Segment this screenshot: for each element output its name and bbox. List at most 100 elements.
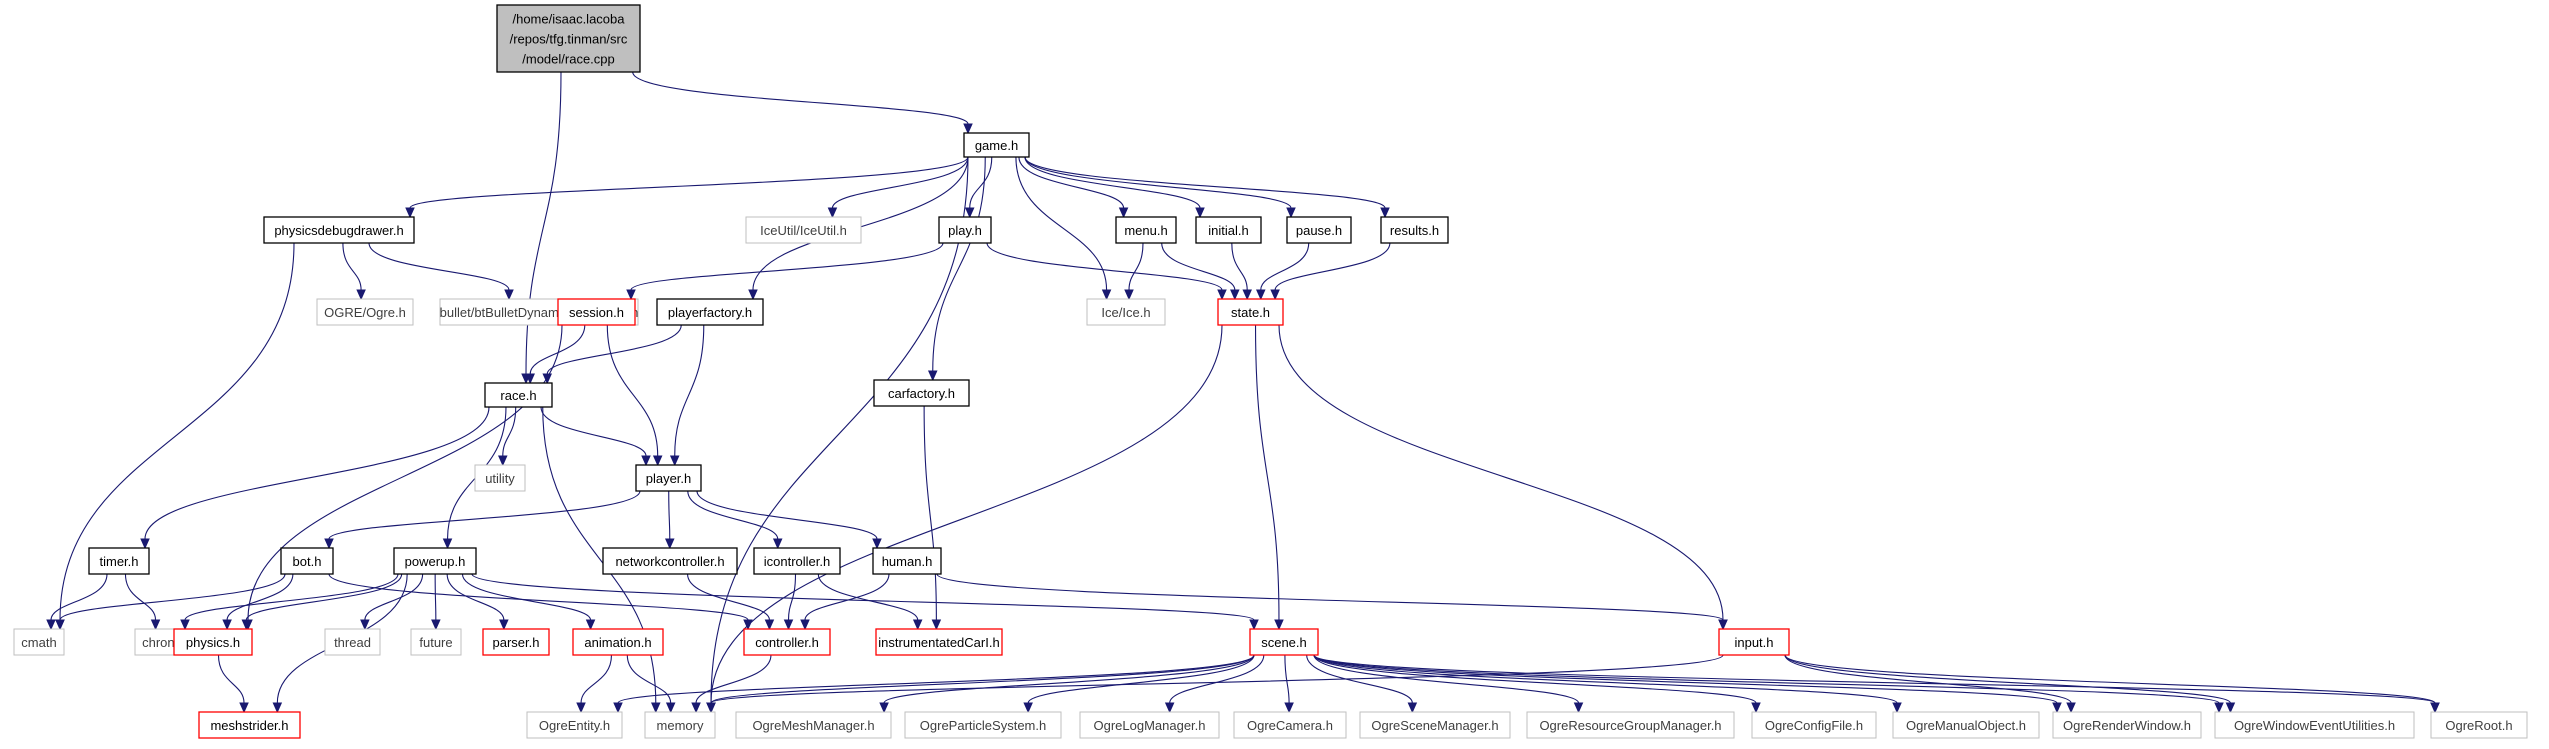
node-box <box>1380 216 1449 244</box>
edge-menu-h-to-state-h <box>1161 242 1240 301</box>
edge-scene-h-to-ogrecamera-h <box>1284 654 1294 714</box>
node-powerup-h[interactable]: powerup.h <box>393 547 477 575</box>
edge-input-h-to-ogrerenderwindow-h <box>1784 654 2076 714</box>
node-box <box>393 547 477 575</box>
node-box <box>1359 711 1511 739</box>
node-box <box>735 711 892 739</box>
node-meshstrider-h[interactable]: meshstrider.h <box>198 711 301 739</box>
node-label: powerup.h <box>405 554 466 569</box>
node-box <box>557 298 636 326</box>
edge-race-h-to-timer-h <box>140 406 490 550</box>
node-label: instrumentatedCarI.h <box>878 635 999 650</box>
node-box <box>2214 711 2415 739</box>
node-ogrescenemanager-h: OgreSceneManager.h <box>1359 711 1511 739</box>
node-initial-h[interactable]: initial.h <box>1195 216 1262 244</box>
node-ogrewindoweventutilities-h: OgreWindowEventUtilities.h <box>2214 711 2415 739</box>
edge-scene-h-to-ogreconfigfile-h <box>1313 654 1761 714</box>
edges-layer <box>46 71 2440 714</box>
node-results-h[interactable]: results.h <box>1380 216 1449 244</box>
edge-carfactory-h-to-instrumentatedcar-h <box>923 405 942 631</box>
node-ogremeshmanager-h: OgreMeshManager.h <box>735 711 892 739</box>
node-box <box>872 547 942 575</box>
node-human-h[interactable]: human.h <box>872 547 942 575</box>
edge-scene-h-to-ogreresourcegroupmanager-h <box>1313 654 1584 714</box>
edge-game-h-to-physicsdebugdrawer-h <box>405 156 969 219</box>
node-playerfactory-h[interactable]: playerfactory.h <box>656 298 764 326</box>
node-input-h[interactable]: input.h <box>1718 628 1790 656</box>
node-label: pause.h <box>1296 223 1342 238</box>
node-box <box>635 464 702 492</box>
edge-input-h-to-ogrewindoweventutilities-h <box>1784 654 2236 714</box>
node-race-h[interactable]: race.h <box>484 382 553 408</box>
node-state-h[interactable]: state.h <box>1217 298 1284 326</box>
edge-state-h-to-input-h <box>1278 324 1728 631</box>
edge-powerup-h-to-future <box>431 573 441 631</box>
node-box <box>526 711 623 739</box>
node-instrumentatedcar-h[interactable]: instrumentatedCarI.h <box>875 628 1003 656</box>
node-icontroller-h[interactable]: icontroller.h <box>753 547 841 575</box>
node-ogreresourcegroupmanager-h: OgreResourceGroupManager.h <box>1526 711 1735 739</box>
node-play-h[interactable]: play.h <box>938 216 992 244</box>
node-scene-h[interactable]: scene.h <box>1249 628 1319 656</box>
edge-bot-h-to-physics-h <box>222 573 294 631</box>
edge-powerup-h-to-thread <box>360 573 424 631</box>
node-box <box>482 628 550 656</box>
edge-race-h-to-player-h <box>540 406 651 467</box>
edge-scene-h-to-ogreparticlesystem-h <box>1023 654 1255 714</box>
node-box <box>198 711 301 739</box>
node-carfactory-h[interactable]: carfactory.h <box>873 379 970 407</box>
node-box <box>873 379 970 407</box>
node-label: scene.h <box>1261 635 1307 650</box>
node-menu-h[interactable]: menu.h <box>1115 216 1177 244</box>
node-label: chrono <box>142 635 182 650</box>
node-box <box>572 628 664 656</box>
node-controller-h[interactable]: controller.h <box>743 628 831 656</box>
node-box <box>875 628 1003 656</box>
edge-initial-h-to-state-h <box>1231 242 1252 301</box>
node-label: OgreManualObject.h <box>1906 718 2026 733</box>
node-root[interactable]: /home/isaac.lacoba/repos/tfg.tinman/src/… <box>496 4 641 73</box>
node-label: state.h <box>1231 305 1270 320</box>
edge-networkcontroller-h-to-controller-h <box>687 573 775 631</box>
node-label: human.h <box>882 554 933 569</box>
node-label: /model/race.cpp <box>522 52 615 67</box>
node-session-h[interactable]: session.h <box>557 298 636 326</box>
node-box <box>753 547 841 575</box>
node-label: menu.h <box>1124 223 1167 238</box>
edge-input-h-to-ogreroot-h <box>1784 654 2440 714</box>
node-networkcontroller-h[interactable]: networkcontroller.h <box>602 547 738 575</box>
node-physics-h[interactable]: physics.h <box>173 628 253 656</box>
node-box <box>1086 298 1166 326</box>
edge-input-h-to-memory <box>706 654 1724 714</box>
node-box <box>2430 711 2528 739</box>
node-box <box>2052 711 2202 739</box>
node-player-h[interactable]: player.h <box>635 464 702 492</box>
node-timer-h[interactable]: timer.h <box>88 547 150 575</box>
node-animation-h[interactable]: animation.h <box>572 628 664 656</box>
nodes-layer: /home/isaac.lacoba/repos/tfg.tinman/src/… <box>13 4 2528 739</box>
node-label: thread <box>334 635 371 650</box>
edge-game-h-to-pause-h <box>1024 156 1296 219</box>
node-label: networkcontroller.h <box>615 554 724 569</box>
node-bot-h[interactable]: bot.h <box>280 547 334 575</box>
node-label: meshstrider.h <box>210 718 288 733</box>
edge-scene-h-to-ogremeshmanager-h <box>879 654 1255 714</box>
node-box <box>88 547 150 575</box>
node-label: physicsdebugdrawer.h <box>274 223 403 238</box>
node-box <box>743 628 831 656</box>
node-physicsdebugdrawer-h[interactable]: physicsdebugdrawer.h <box>263 216 415 244</box>
edge-bot-h-to-cmath <box>55 573 286 631</box>
node-label: play.h <box>948 223 982 238</box>
node-iceutil-h: IceUtil/IceUtil.h <box>745 216 862 244</box>
edge-human-h-to-input-h <box>936 573 1728 631</box>
node-box <box>938 216 992 244</box>
node-game-h[interactable]: game.h <box>963 132 1030 158</box>
edge-physicsdebugdrawer-h-to-ogre-h <box>342 242 366 301</box>
node-pause-h[interactable]: pause.h <box>1286 216 1352 244</box>
edge-game-h-to-menu-h <box>1018 156 1129 219</box>
node-ogrecamera-h: OgreCamera.h <box>1233 711 1347 739</box>
node-parser-h[interactable]: parser.h <box>482 628 550 656</box>
edge-animation-h-to-ogreentity-h <box>576 654 613 714</box>
edge-icontroller-h-to-controller-h <box>783 573 797 631</box>
